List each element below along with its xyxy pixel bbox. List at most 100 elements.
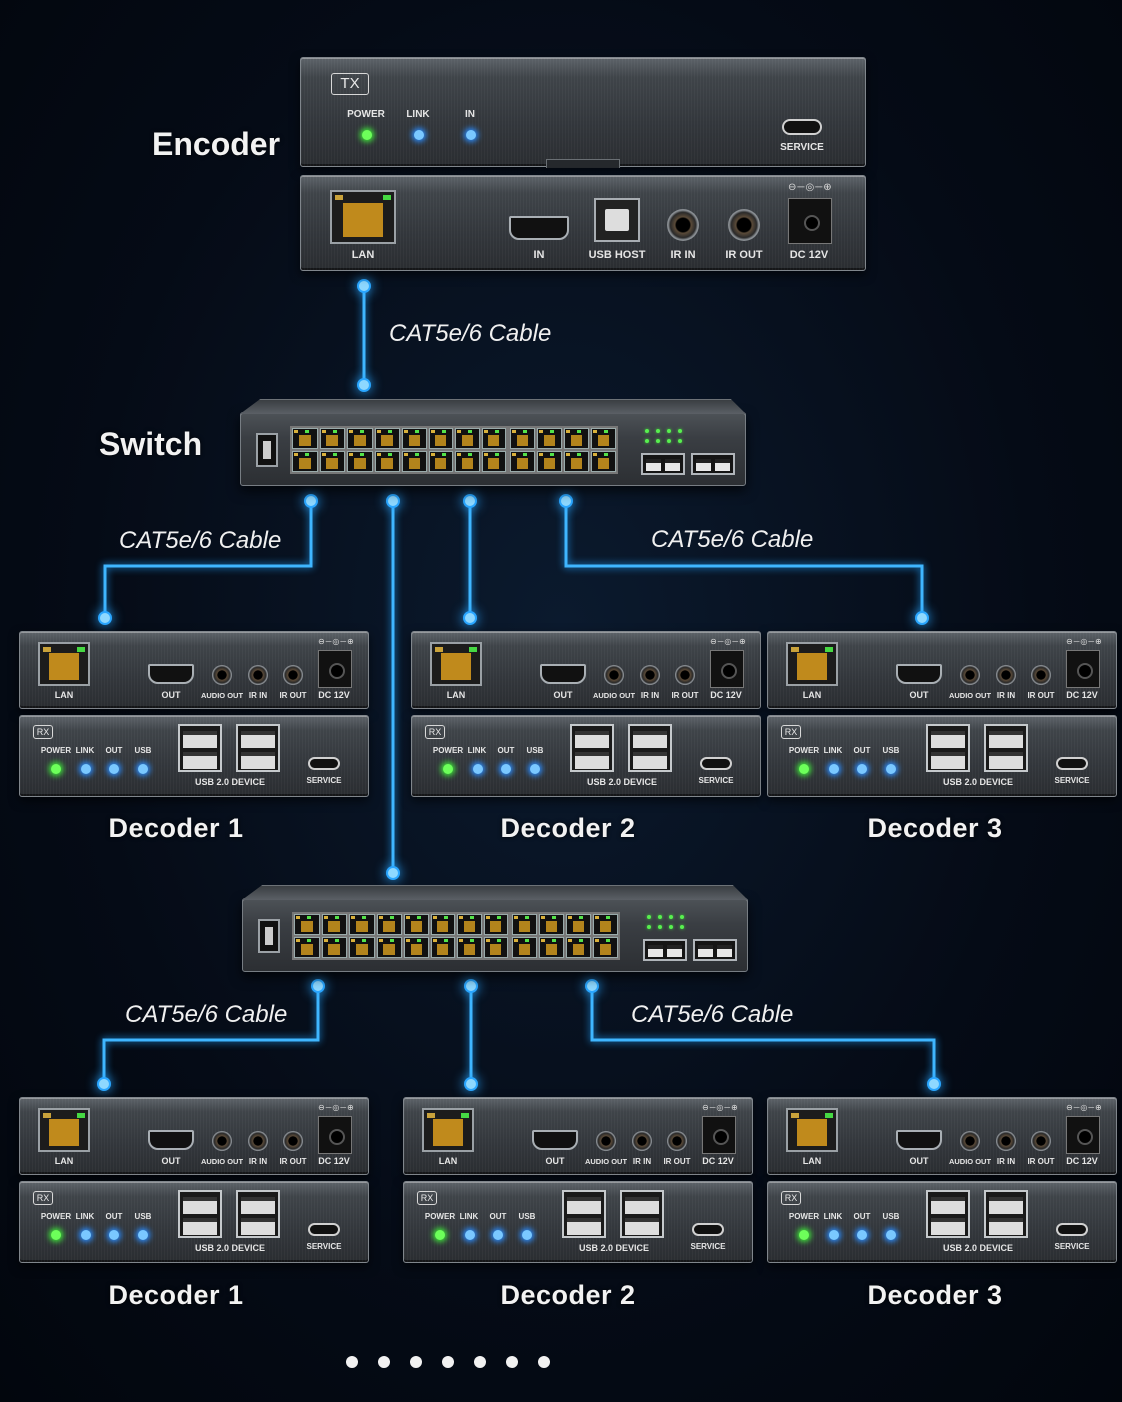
ir-in-jack[interactable] [632,1131,652,1151]
dc-jack[interactable] [318,650,352,688]
usb-a-port-pair[interactable] [236,1190,280,1238]
switch-port-group[interactable] [292,912,404,960]
usb-a-port-pair[interactable] [570,724,614,772]
hdmi-out-port[interactable] [532,1130,578,1150]
lan-port[interactable] [38,642,90,686]
usb-a-port-pair[interactable] [984,724,1028,772]
out-label: OUT [909,1156,929,1166]
ir-out-jack[interactable] [667,1131,687,1151]
led-label-power: POWER [347,109,385,120]
audio-out-jack[interactable] [212,1131,232,1151]
ir-out-jack[interactable] [283,665,303,685]
led-label-power: POWER [40,746,72,755]
cable-switch1-decoder3 [564,501,924,618]
power-led [51,1230,61,1240]
ir-in-jack[interactable] [667,209,699,241]
network-switch-2 [242,885,748,972]
lan-port[interactable] [38,1108,90,1152]
pager-dot[interactable] [538,1356,550,1368]
usb-a-port-pair[interactable] [620,1190,664,1238]
switch-port-group[interactable] [510,912,620,960]
hdmi-out-port[interactable] [896,1130,942,1150]
dc-label: DC 12V [318,1156,350,1166]
pager-dot[interactable] [506,1356,518,1368]
service-usbc-port[interactable] [1056,757,1088,770]
ir-in-jack[interactable] [996,665,1016,685]
led-label-link: LINK [459,1212,479,1221]
pager-dot[interactable] [410,1356,422,1368]
service-usbc-port[interactable] [1056,1223,1088,1236]
dc-jack[interactable] [1066,650,1100,688]
audio-out-jack[interactable] [960,665,980,685]
ir-out-jack[interactable] [1031,1131,1051,1151]
usb-a-port-pair[interactable] [926,1190,970,1238]
decoder-label: Decoder 1 [108,1280,244,1310]
service-label: SERVICE [1054,1242,1090,1251]
lan-port[interactable] [786,1108,838,1152]
dc-jack[interactable] [318,1116,352,1154]
decoder-rear-panel: LAN OUT AUDIO OUT IR IN IR OUT ⊖─◎─⊕ DC … [403,1097,753,1175]
sfp-port[interactable] [691,453,735,475]
dc-jack[interactable] [788,198,832,244]
pager-dot[interactable] [378,1356,390,1368]
ir-out-jack[interactable] [728,209,760,241]
cable-label: CAT5e/6 Cable [389,320,552,347]
panel-notch [546,159,620,168]
hdmi-out-port[interactable] [896,664,942,684]
usb-a-port-pair[interactable] [236,724,280,772]
ir-out-jack[interactable] [1031,665,1051,685]
pager-dot[interactable] [442,1356,454,1368]
switch-port-group[interactable] [508,426,618,474]
ir-out-jack[interactable] [283,1131,303,1151]
service-usbc-port[interactable] [700,757,732,770]
audio-out-jack[interactable] [212,665,232,685]
usb-a-port-pair[interactable] [178,724,222,772]
dc-jack[interactable] [1066,1116,1100,1154]
power-switch[interactable] [256,433,278,467]
lan-port[interactable] [330,190,396,244]
switch-port-group[interactable] [402,912,510,960]
usb-a-port-pair[interactable] [562,1190,606,1238]
usb-host-port[interactable] [594,198,640,242]
service-usbc-port[interactable] [308,1223,340,1236]
lan-port[interactable] [422,1108,474,1152]
service-usbc-port[interactable] [308,757,340,770]
audio-out-jack[interactable] [960,1131,980,1151]
cable-endpoints [97,279,941,1091]
dc-label: DC 12V [789,249,829,261]
usb-a-port-pair[interactable] [628,724,672,772]
switch-port-group[interactable] [400,426,508,474]
service-usbc-port[interactable] [782,119,822,135]
usb-a-port-pair[interactable] [178,1190,222,1238]
hdmi-out-port[interactable] [148,664,194,684]
dc-jack[interactable] [702,1116,736,1154]
service-usbc-port[interactable] [692,1223,724,1236]
rx-tag: RX [425,725,445,739]
ir-in-jack[interactable] [248,665,268,685]
audio-out-jack[interactable] [604,665,624,685]
power-switch[interactable] [258,919,280,953]
usb-host-label: USB HOST [588,249,646,261]
usb-a-port-pair[interactable] [926,724,970,772]
out-led [109,1230,119,1240]
ir-out-jack[interactable] [675,665,695,685]
lan-port[interactable] [786,642,838,686]
hdmi-in-port[interactable] [509,216,569,240]
dc-jack[interactable] [710,650,744,688]
hdmi-out-port[interactable] [148,1130,194,1150]
lan-port[interactable] [430,642,482,686]
ir-in-jack[interactable] [248,1131,268,1151]
hdmi-out-port[interactable] [540,664,586,684]
pager-dot[interactable] [474,1356,486,1368]
usb-a-port-pair[interactable] [984,1190,1028,1238]
sfp-port[interactable] [643,939,687,961]
lan-label: LAN [54,1156,74,1166]
pager-dot[interactable] [346,1356,358,1368]
ir-in-jack[interactable] [640,665,660,685]
switch-port-group[interactable] [290,426,402,474]
sfp-port[interactable] [641,453,685,475]
audio-out-jack[interactable] [596,1131,616,1151]
ir-in-jack[interactable] [996,1131,1016,1151]
sfp-port[interactable] [693,939,737,961]
led-label-usb: USB [134,746,152,755]
